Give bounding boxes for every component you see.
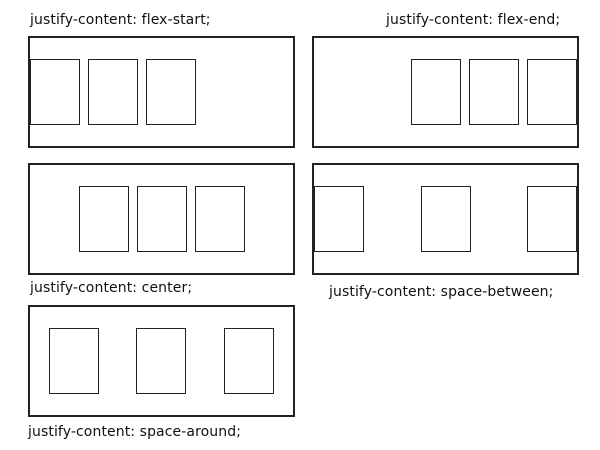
flex-item (30, 59, 80, 125)
label-flex-start: justify-content: flex-start; (30, 12, 211, 28)
flex-item (469, 59, 519, 125)
flex-item (527, 186, 577, 252)
flex-item (224, 328, 275, 394)
label-center: justify-content: center; (30, 280, 193, 296)
container-center (28, 163, 295, 275)
flex-item (314, 186, 364, 252)
flex-item (136, 186, 187, 252)
flex-item (420, 186, 471, 252)
flex-item (146, 59, 196, 125)
flex-item (136, 328, 187, 394)
flex-item (411, 59, 461, 125)
container-flex-end (312, 36, 579, 148)
flex-item (78, 186, 129, 252)
label-flex-end: justify-content: flex-end; (386, 12, 561, 28)
label-space-around: justify-content: space-around; (28, 424, 242, 440)
container-flex-start (28, 36, 295, 148)
flex-item (527, 59, 577, 125)
label-space-between: justify-content: space-between; (329, 284, 554, 300)
container-space-around (28, 305, 295, 417)
flex-item (48, 328, 99, 394)
flex-item (88, 59, 138, 125)
flex-item (194, 186, 245, 252)
container-space-between (312, 163, 579, 275)
